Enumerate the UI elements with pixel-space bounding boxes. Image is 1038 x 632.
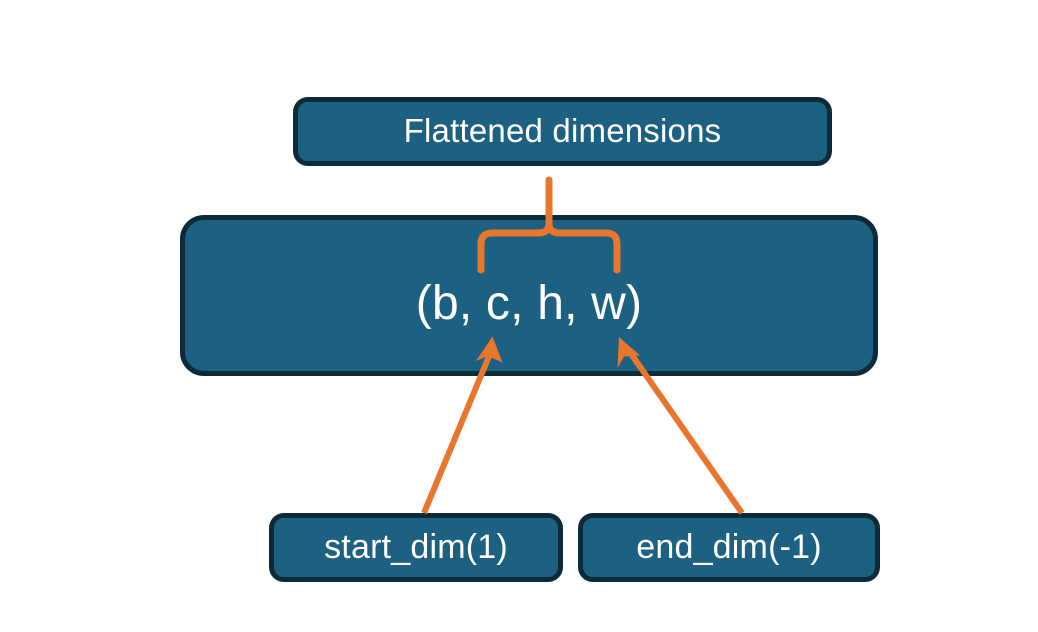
node-start-dim-label: start_dim(1) xyxy=(324,527,508,566)
node-tensor-shape[interactable]: (b, c, h, w) xyxy=(180,215,878,376)
node-flattened-dimensions-label: Flattened dimensions xyxy=(403,112,722,150)
node-start-dim[interactable]: start_dim(1) xyxy=(269,513,563,582)
node-end-dim-label: end_dim(-1) xyxy=(636,527,822,566)
node-flattened-dimensions[interactable]: Flattened dimensions xyxy=(293,97,832,166)
node-tensor-shape-label: (b, c, h, w) xyxy=(415,277,643,331)
node-end-dim[interactable]: end_dim(-1) xyxy=(578,513,880,582)
